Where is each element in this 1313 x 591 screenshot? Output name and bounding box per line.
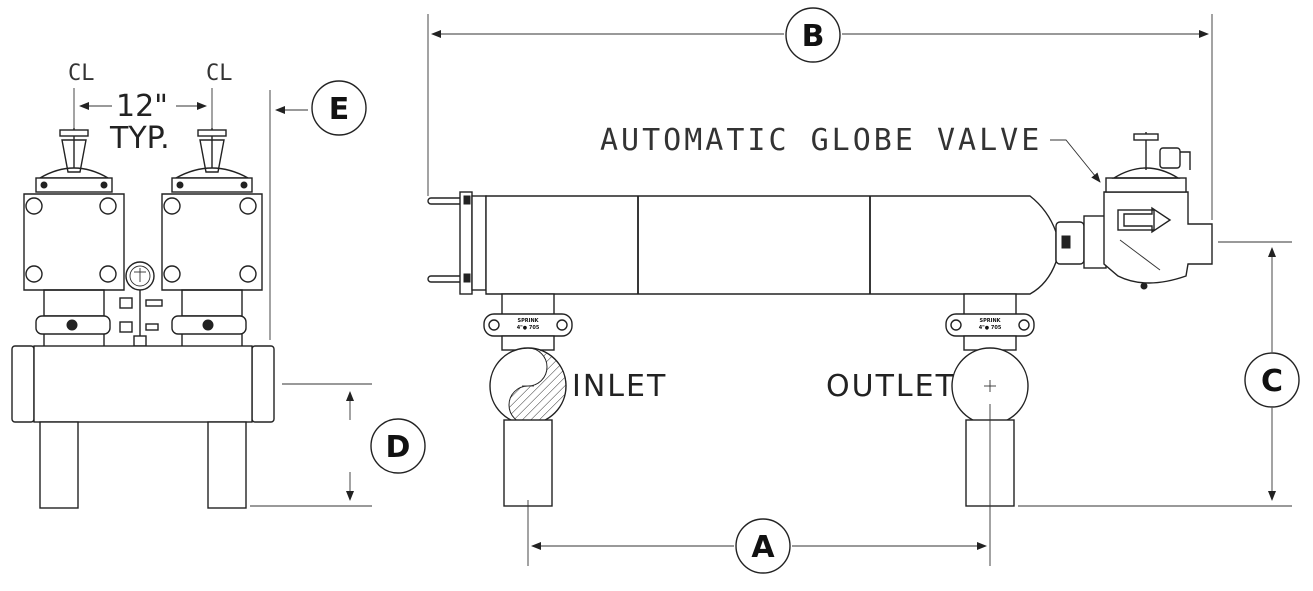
callout-b: B bbox=[802, 19, 825, 54]
dimension-d: D bbox=[250, 383, 426, 507]
valve-label: AUTOMATIC GLOBE VALVE bbox=[600, 123, 1042, 158]
pressure-gauge bbox=[119, 261, 163, 348]
leg-right bbox=[207, 421, 247, 509]
clamp-right bbox=[171, 315, 247, 335]
callout-e: E bbox=[329, 92, 350, 127]
dimension-a: A bbox=[527, 404, 991, 574]
manifold-end-view bbox=[11, 345, 275, 423]
centerline-right: CL bbox=[206, 61, 233, 128]
filter-housing bbox=[485, 195, 1057, 295]
dimension-c: C bbox=[1018, 241, 1300, 507]
valve-head-right bbox=[161, 128, 263, 317]
callout-a: A bbox=[751, 530, 775, 565]
outlet-riser: SPRINK 4"● 705 bbox=[945, 293, 1035, 351]
clamp-left bbox=[35, 315, 111, 335]
inlet-clamp-brand: SPRINK bbox=[517, 318, 539, 324]
outlet-label: OUTLET bbox=[826, 369, 956, 404]
valve-callout: AUTOMATIC GLOBE VALVE bbox=[600, 123, 1101, 183]
inlet-clamp-size: 4"● 705 bbox=[517, 325, 540, 331]
valve-assembly bbox=[1055, 132, 1213, 290]
centerline-right-label: CL bbox=[206, 61, 233, 86]
spacing-note: TYP. bbox=[109, 121, 170, 156]
end-flange bbox=[427, 191, 487, 295]
end-view: CL CL 12" TYP. bbox=[11, 61, 426, 509]
dimension-b: B bbox=[427, 7, 1213, 220]
leg-left bbox=[39, 421, 79, 509]
outlet-clamp-brand: SPRINK bbox=[979, 318, 1001, 324]
inlet-label: INLET bbox=[572, 369, 667, 404]
dimension-e: E bbox=[269, 80, 367, 340]
callout-c: C bbox=[1261, 364, 1283, 399]
callout-d: D bbox=[386, 430, 411, 465]
inlet-port: INLET bbox=[489, 347, 667, 425]
valve-head-left bbox=[23, 128, 125, 317]
spacing-value: 12" bbox=[116, 89, 168, 124]
centerline-left: CL bbox=[68, 61, 95, 128]
inlet-leg bbox=[503, 419, 553, 507]
inlet-riser: SPRINK 4"● 705 bbox=[483, 293, 573, 351]
outlet-clamp-size: 4"● 705 bbox=[979, 325, 1002, 331]
outlet-port: OUTLET bbox=[826, 347, 1029, 425]
spacing-dimension: 12" TYP. bbox=[79, 89, 207, 156]
side-view: B AUTOMATIC GLOBE VALVE bbox=[427, 7, 1300, 574]
centerline-left-label: CL bbox=[68, 61, 95, 86]
